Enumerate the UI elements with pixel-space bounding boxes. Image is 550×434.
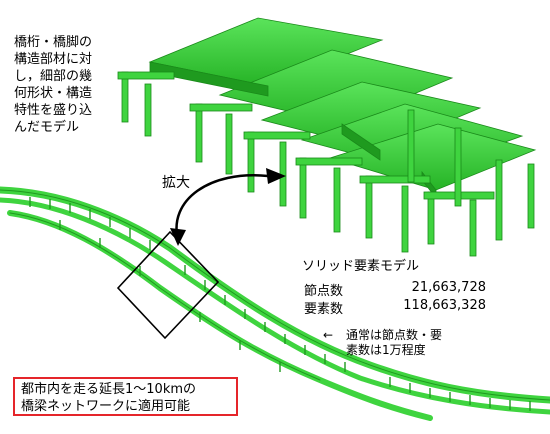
zoom-region-box bbox=[116, 230, 220, 340]
bridge-3d-model bbox=[117, 17, 537, 257]
zoom-arrow bbox=[175, 173, 269, 241]
stat-row-elements: 要素数 118,663,328 bbox=[304, 298, 494, 317]
model-title: ソリッド要素モデル bbox=[302, 259, 420, 274]
applicability-callout: 都市内を走る延長1〜10kmの 橋梁ネットワークに適用可能 bbox=[13, 377, 238, 416]
comparison-note: 通常は節点数・要 素数は1万程度 bbox=[346, 328, 443, 357]
model-description: 橋桁・橋脚の 構造部材に対 し，細部の幾 何形状・構造 特性を盛り込 んだモデル bbox=[14, 35, 93, 135]
stat-label: 節点数 bbox=[304, 284, 344, 299]
stat-row-nodes: 節点数 21,663,728 bbox=[304, 280, 494, 299]
stat-value: 118,663,328 bbox=[403, 298, 486, 313]
stat-label: 要素数 bbox=[304, 302, 344, 317]
zoom-arrow-head-bottom bbox=[170, 228, 186, 246]
bridge-network-piers bbox=[29, 197, 531, 411]
zoom-label: 拡大 bbox=[162, 175, 190, 191]
stat-value: 21,663,728 bbox=[411, 280, 486, 295]
zoom-arrow-head-top bbox=[266, 168, 286, 184]
left-arrow-icon: ← bbox=[323, 328, 334, 342]
